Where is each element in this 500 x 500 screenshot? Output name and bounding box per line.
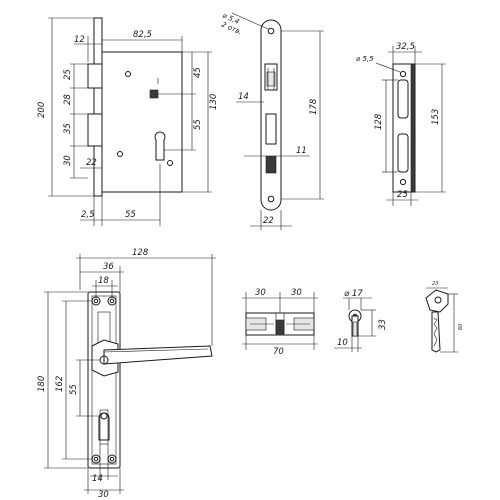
- dim-200: 200: [37, 102, 47, 118]
- dim-11: 11: [296, 146, 307, 156]
- cylinder-end-dimensions: ⌀ 17 33 10: [334, 289, 388, 352]
- dim-14: 14: [238, 92, 249, 102]
- dim-180: 180: [37, 376, 47, 392]
- dim-25: 25: [63, 69, 73, 80]
- dim-36: 36: [103, 262, 114, 272]
- dim-28: 28: [63, 94, 73, 105]
- dim-60: 60: [458, 324, 464, 330]
- key-view: [425, 289, 449, 353]
- cylinder-end-view: [348, 309, 362, 337]
- dim-178: 178: [309, 98, 319, 115]
- dim-130: 130: [209, 94, 219, 110]
- dim-10: 10: [337, 338, 348, 348]
- dim-55-right: 55: [193, 119, 203, 130]
- dim-70: 70: [273, 347, 284, 357]
- dim-35: 35: [63, 123, 73, 134]
- dim-d17: ⌀ 17: [344, 289, 363, 299]
- lock-body-dimensions: 12 82,5 200 25 28 35 30 22 45 55 130: [37, 17, 219, 226]
- dim-128: 128: [374, 113, 384, 130]
- dim-30: 30: [98, 490, 109, 500]
- dim-18: 18: [98, 276, 109, 286]
- cylinder-dimensions: 30 30 70: [242, 288, 318, 357]
- dim-45: 45: [193, 67, 203, 78]
- dim-30-right: 30: [291, 288, 302, 298]
- handle-view: [87, 291, 213, 469]
- dim-30: 30: [63, 155, 73, 166]
- key-dimensions: 23 60: [426, 281, 464, 353]
- handle-dimensions: 128 36 18 180 162 55 14 30: [37, 248, 216, 500]
- dim-22: 22: [263, 216, 274, 226]
- dim-82-5: 82,5: [133, 30, 152, 40]
- strike-plate-view: [392, 63, 416, 193]
- dim-25: 25: [397, 190, 408, 200]
- dim-14: 14: [92, 474, 103, 484]
- dim-30-left: 30: [255, 288, 266, 298]
- dim-22: 22: [86, 158, 97, 168]
- dim-12: 12: [74, 35, 85, 45]
- dim-128: 128: [132, 248, 149, 258]
- dim-55: 55: [69, 384, 79, 395]
- dim-153: 153: [431, 109, 441, 125]
- strike-hole-diameter: ⌀ 5,5: [356, 55, 374, 63]
- dim-33: 33: [378, 319, 388, 330]
- dim-162: 162: [55, 376, 65, 392]
- cylinder-view: [245, 312, 315, 336]
- dim-32-5: 32,5: [396, 42, 415, 52]
- strike-plate-dimensions: ⌀ 5,5 32,5 128 153 25: [356, 42, 446, 206]
- dim-23: 23: [432, 281, 438, 287]
- faceplate-view: [260, 19, 282, 211]
- dim-55-bottom: 55: [125, 210, 136, 220]
- dim-2-5: 2,5: [81, 210, 95, 220]
- lock-body-view: [87, 17, 183, 197]
